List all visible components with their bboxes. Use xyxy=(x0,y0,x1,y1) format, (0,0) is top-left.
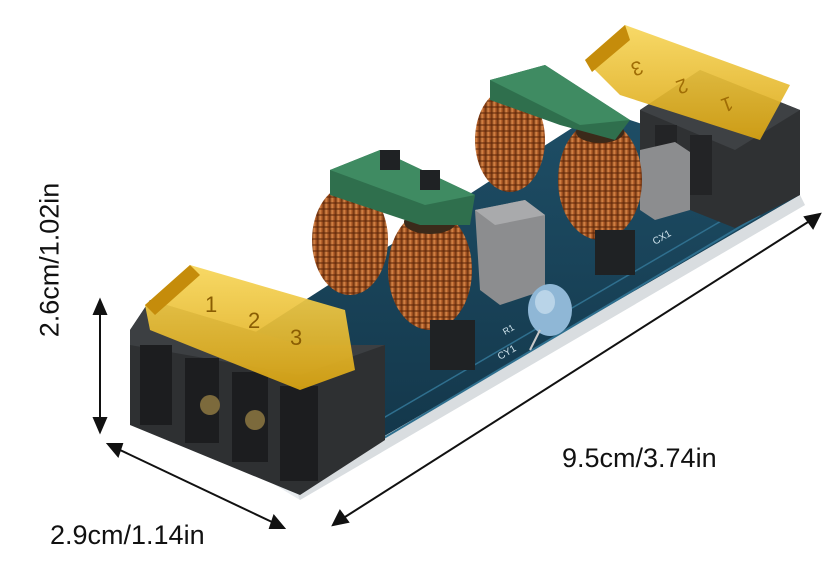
svg-text:2: 2 xyxy=(248,308,260,333)
terminal-left-numbers: 1 2 3 xyxy=(205,292,302,350)
height-dimension-label: 2.6cm/1.02in xyxy=(34,182,65,338)
svg-text:R1: R1 xyxy=(501,322,516,336)
dimension-arrows xyxy=(92,212,822,529)
terminal-block-left: 1 2 3 xyxy=(130,265,385,495)
length-dimension-label: 9.5cm/3.74in xyxy=(562,443,717,473)
x-capacitors xyxy=(475,142,690,305)
svg-text:1: 1 xyxy=(205,292,217,317)
choke-left xyxy=(312,150,475,370)
width-dimension-label: 2.9cm/1.14in xyxy=(50,520,205,550)
svg-text:3: 3 xyxy=(290,325,302,350)
choke-right xyxy=(475,65,642,275)
y-capacitor xyxy=(528,284,572,351)
terminal-right-numbers: 3 2 1 xyxy=(628,55,736,115)
